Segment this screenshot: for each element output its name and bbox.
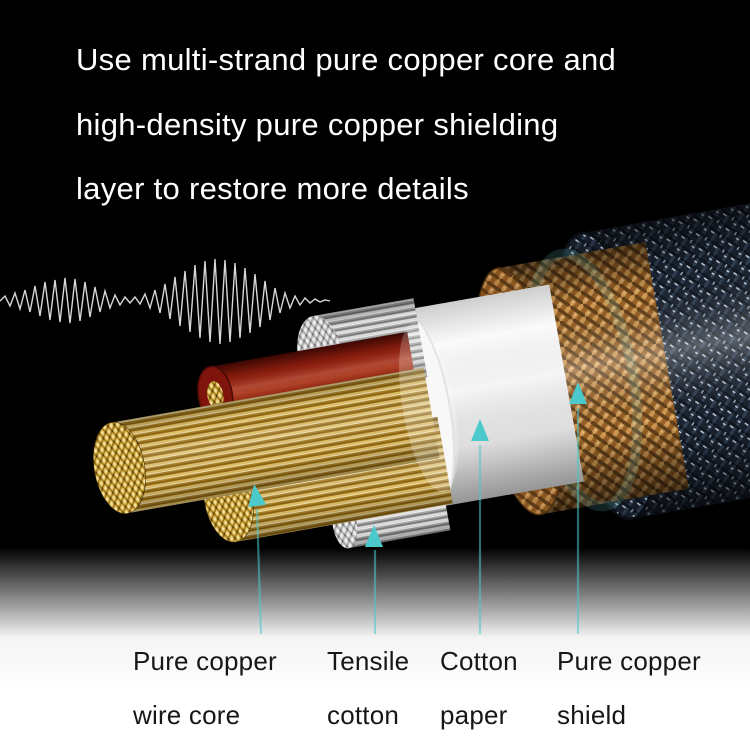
label-line: paper (440, 700, 508, 730)
callout-arrow-tensile-cotton (365, 525, 383, 634)
headline-line-3: layer to restore more details (76, 171, 469, 206)
pure-copper-wire-bundle-front (93, 367, 440, 514)
headline-line-1: Use multi-strand pure copper core and (76, 42, 617, 77)
callout-arrow-wire-core (248, 484, 267, 635)
label-pure-copper-wire-core: Pure copper wire core (133, 646, 277, 730)
cable-cutaway (93, 163, 750, 549)
arrow-up-icon (569, 382, 587, 404)
core-entry-highlight (398, 322, 459, 493)
arrow-up-icon (471, 419, 489, 441)
arrow-up-icon (365, 525, 383, 547)
label-line: cotton (327, 700, 400, 730)
callout-arrows (248, 382, 587, 635)
label-line: Pure copper (557, 646, 701, 676)
arrow-up-icon (248, 484, 267, 508)
label-line: Cotton (440, 646, 518, 676)
callout-arrow-copper-shield (569, 382, 587, 634)
headline-line-2: high-density pure copper shielding (76, 106, 559, 142)
callout-arrow-cotton-paper (471, 419, 489, 634)
headline: Use multi-strand pure copper core and hi… (76, 28, 616, 222)
label-line: Tensile (327, 646, 410, 676)
label-tensile-cotton: Tensile cotton (327, 646, 409, 730)
label-cotton-paper: Cotton paper (440, 646, 518, 730)
label-pure-copper-shield: Pure copper shield (557, 646, 701, 730)
sound-wave-graphic (0, 258, 331, 345)
label-line: wire core (133, 700, 241, 730)
label-line: shield (557, 700, 627, 730)
label-line: Pure copper (133, 646, 277, 676)
